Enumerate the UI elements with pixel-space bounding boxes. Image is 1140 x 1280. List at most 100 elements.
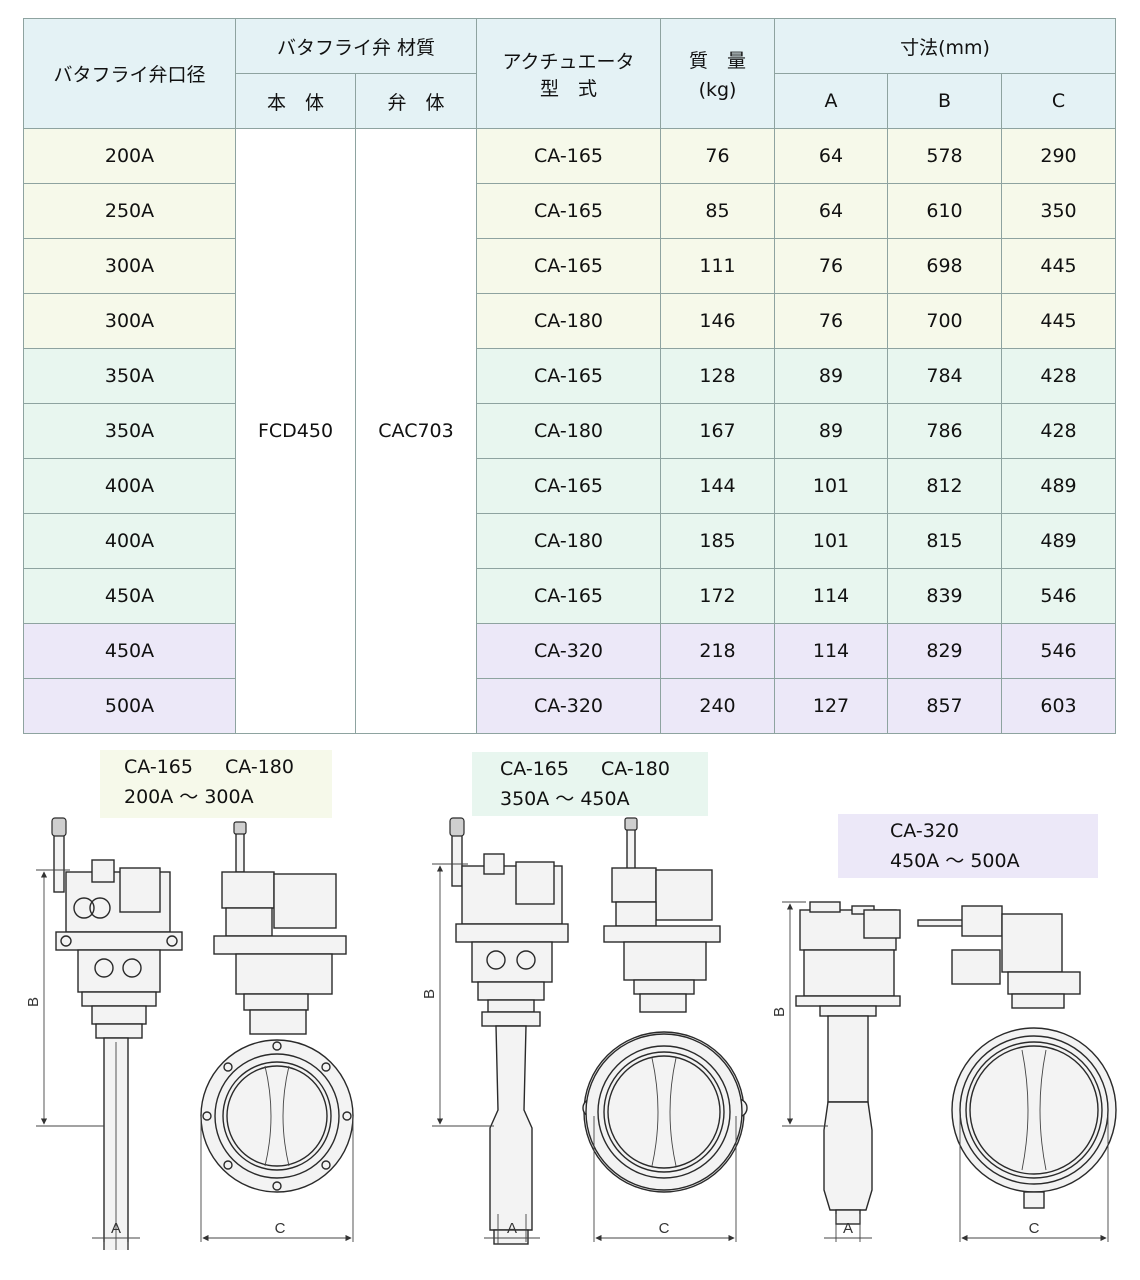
header-dimensions: 寸法(mm) <box>774 18 1117 74</box>
header-mass: 質 量 (kg) <box>660 18 776 129</box>
cell-dim-b: 610 <box>887 183 1003 239</box>
table-row: 300A CA-165 111 76 698 445 <box>23 238 1117 294</box>
cell-dim-b: 839 <box>887 568 1003 624</box>
cell-dim-a: 101 <box>774 458 889 514</box>
header-dim-a: A <box>774 73 889 129</box>
dimension-label-c: C <box>275 1220 286 1237</box>
cell-actuator: CA-180 <box>476 403 662 459</box>
cell-dim-b: 815 <box>887 513 1003 569</box>
cell-actuator: CA-165 <box>476 128 662 184</box>
header-bore: バタフライ弁口径 <box>23 18 236 129</box>
valve-front-view-large <box>917 905 1117 1209</box>
dimension-c-small: C <box>200 1116 354 1242</box>
valve-side-view-large <box>795 901 901 1225</box>
header-actuator-line2: 型 式 <box>540 77 598 100</box>
header-mass-line1: 質 量 <box>689 50 747 72</box>
cell-mass: 172 <box>660 568 776 624</box>
dimension-label-a: A <box>111 1220 121 1237</box>
table-row: 200A FCD450 CAC703 CA-165 76 64 578 290 <box>23 128 1117 734</box>
cell-actuator: CA-165 <box>476 348 662 404</box>
dimension-label-c: C <box>659 1220 670 1237</box>
cell-actuator: CA-320 <box>476 623 662 679</box>
dimension-label-a: A <box>843 1220 853 1237</box>
cell-dim-a: 89 <box>774 348 889 404</box>
cell-dim-c: 546 <box>1001 623 1117 679</box>
group-label-models: CA-165 CA-180 <box>500 754 690 784</box>
cell-dim-b: 698 <box>887 238 1003 294</box>
cell-dim-c: 546 <box>1001 568 1117 624</box>
cell-dim-c: 428 <box>1001 403 1117 459</box>
dimension-a-medium: A <box>484 1214 540 1244</box>
cell-dim-b: 857 <box>887 678 1003 734</box>
group-model: CA-165 <box>124 756 193 778</box>
cell-size: 450A <box>23 568 236 624</box>
table-row: 450A CA-320 218 114 829 546 <box>23 623 1117 679</box>
cell-dim-a: 76 <box>774 293 889 349</box>
group-label-small: CA-165 CA-180 200A ～ 300A <box>100 750 332 818</box>
dimension-label-b: B <box>25 997 42 1007</box>
header-disc: 弁 体 <box>354 73 478 129</box>
dimension-c-large: C <box>959 1116 1109 1242</box>
cell-size: 250A <box>23 183 236 239</box>
header-actuator: アクチュエータ 型 式 <box>476 18 662 129</box>
cell-dim-b: 784 <box>887 348 1003 404</box>
group-label-range: 200A ～ 300A <box>124 786 254 808</box>
cell-dim-a: 64 <box>774 128 889 184</box>
cell-dim-a: 101 <box>774 513 889 569</box>
cell-actuator: CA-165 <box>476 568 662 624</box>
dimension-c-medium: C <box>593 1116 737 1242</box>
cell-dim-b: 829 <box>887 623 1003 679</box>
cell-actuator: CA-320 <box>476 678 662 734</box>
group-label-large: CA-320 450A ～ 500A <box>838 814 1098 878</box>
table-row: 300A CA-180 146 76 700 445 <box>23 293 1117 349</box>
table-row: 250A CA-165 85 64 610 350 <box>23 183 1117 239</box>
cell-dim-a: 89 <box>774 403 889 459</box>
dimension-a-small: A <box>92 1220 140 1250</box>
group-label-range: 350A ～ 450A <box>500 788 630 810</box>
cell-dim-c: 603 <box>1001 678 1117 734</box>
group-model: CA-165 <box>500 758 569 780</box>
cell-mass: 144 <box>660 458 776 514</box>
cell-mass: 146 <box>660 293 776 349</box>
cell-actuator: CA-165 <box>476 458 662 514</box>
table-row: 350A CA-165 128 89 784 428 <box>23 348 1117 404</box>
table-row: 400A CA-180 185 101 815 489 <box>23 513 1117 569</box>
cell-actuator: CA-180 <box>476 293 662 349</box>
header-dim-c: C <box>1001 73 1117 129</box>
cell-dim-b: 812 <box>887 458 1003 514</box>
group-model: CA-320 <box>890 820 959 842</box>
cell-size: 500A <box>23 678 236 734</box>
cell-mass: 240 <box>660 678 776 734</box>
cell-size: 450A <box>23 623 236 679</box>
cell-dim-c: 445 <box>1001 238 1117 294</box>
cell-size: 400A <box>23 513 236 569</box>
cell-dim-c: 290 <box>1001 128 1117 184</box>
cell-actuator: CA-180 <box>476 513 662 569</box>
cell-size: 300A <box>23 238 236 294</box>
group-model: CA-180 <box>601 758 670 780</box>
cell-dim-a: 76 <box>774 238 889 294</box>
table-row: 400A CA-165 144 101 812 489 <box>23 458 1117 514</box>
cell-mass: 128 <box>660 348 776 404</box>
spec-table: バタフライ弁口径 バタフライ弁 材質 アクチュエータ 型 式 質 量 (kg) … <box>23 18 1117 734</box>
cell-dim-a: 64 <box>774 183 889 239</box>
cell-body-material: FCD450 <box>235 128 356 734</box>
cell-dim-b: 700 <box>887 293 1003 349</box>
group-model: CA-180 <box>225 756 294 778</box>
cell-dim-c: 489 <box>1001 458 1117 514</box>
cell-mass: 76 <box>660 128 776 184</box>
cell-dim-c: 445 <box>1001 293 1117 349</box>
cell-size: 200A <box>23 128 236 184</box>
cell-dim-a: 114 <box>774 568 889 624</box>
cell-dim-b: 578 <box>887 128 1003 184</box>
cell-size: 300A <box>23 293 236 349</box>
valve-front-view-medium <box>582 817 748 1193</box>
cell-dim-b: 786 <box>887 403 1003 459</box>
dimension-label-b: B <box>771 1007 788 1017</box>
cell-size: 350A <box>23 348 236 404</box>
valve-drawings: B A C <box>25 817 1117 1250</box>
cell-dim-a: 127 <box>774 678 889 734</box>
header-actuator-line1: アクチュエータ <box>502 50 635 73</box>
header-mass-line2: (kg) <box>698 79 737 101</box>
cell-mass: 167 <box>660 403 776 459</box>
